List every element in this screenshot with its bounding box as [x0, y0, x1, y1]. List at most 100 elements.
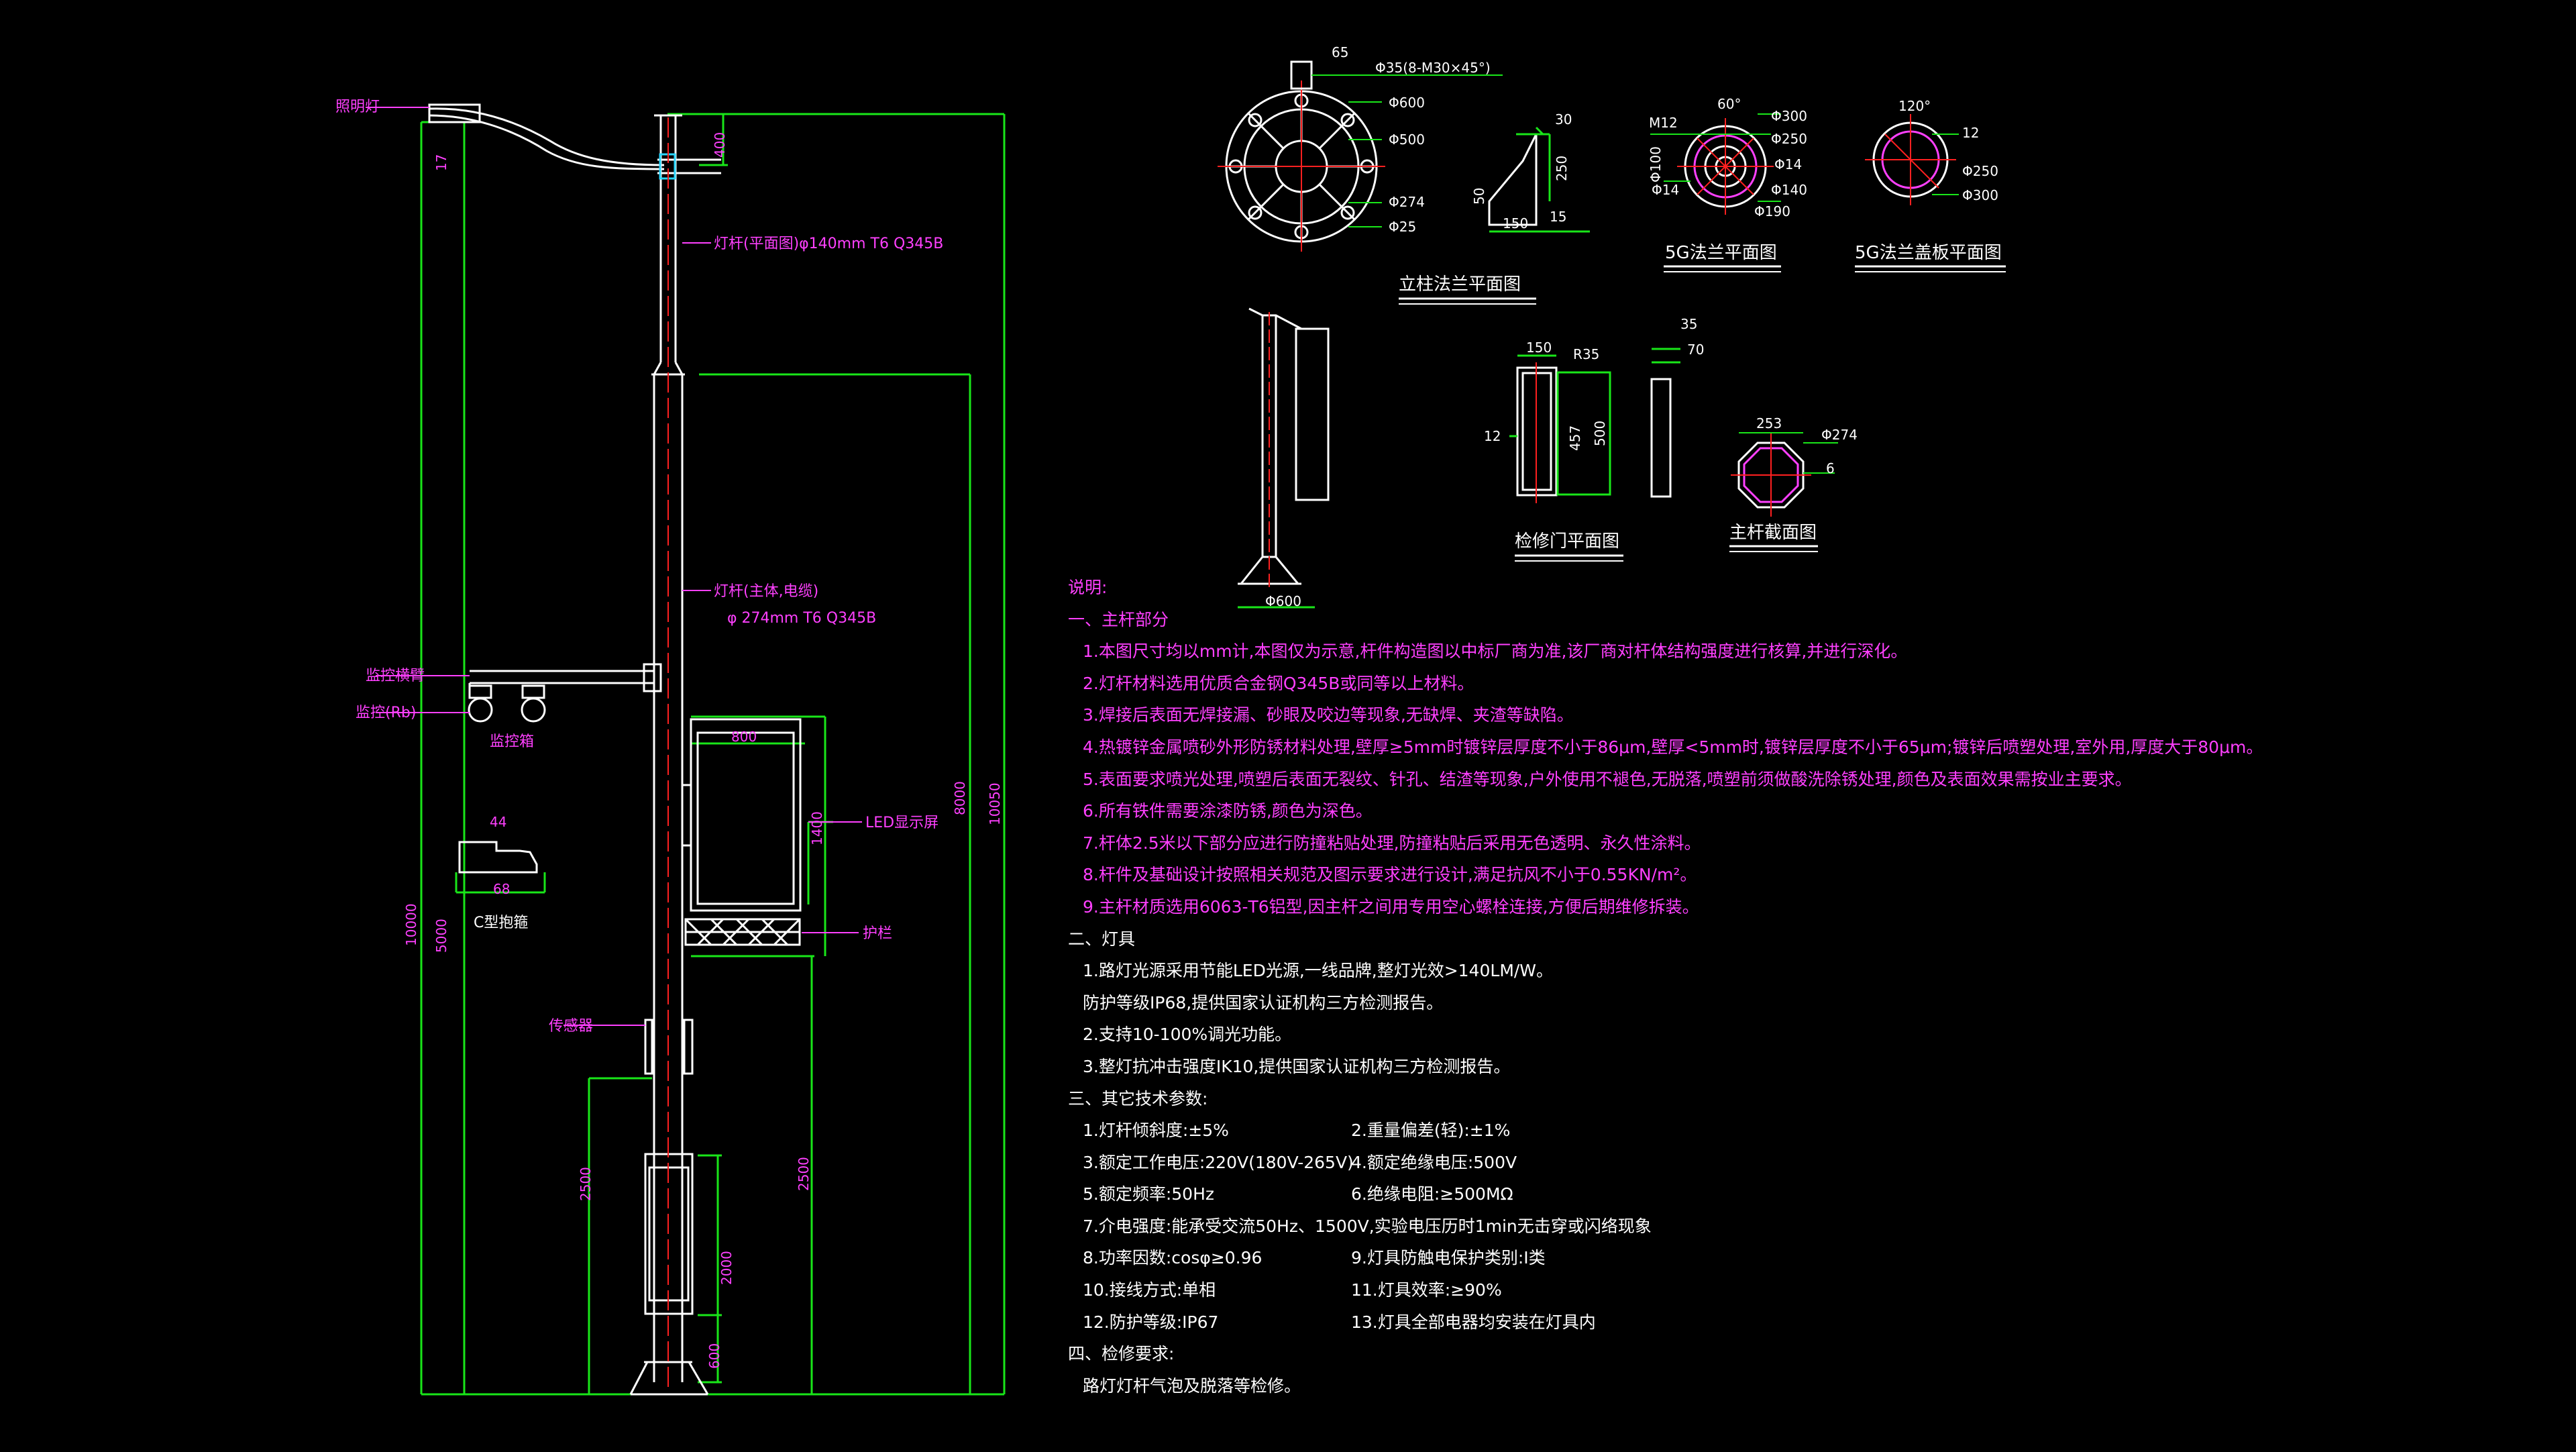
c-bracket	[455, 841, 546, 894]
flange-plan	[1218, 60, 1503, 252]
door-dim-457: 457	[1567, 425, 1583, 451]
rib-dim-15: 15	[1550, 209, 1566, 225]
camera-box-label: 监控箱	[490, 733, 534, 750]
dim-10050: 10050	[987, 782, 1003, 825]
s2-item-2: 防护等级IP68,提供国家认证机构三方检测报告。	[1083, 992, 1444, 1013]
s3-row-2: 3.额定工作电压:220V(180V-265V)4.额定绝缘电压:500V	[1068, 1147, 2208, 1179]
rib-dim-30: 30	[1555, 111, 1572, 127]
s1-item-6: 6.所有铁件需要涂漆防锈,颜色为深色。	[1083, 801, 1373, 821]
cover-dim-300: Φ300	[1962, 187, 1998, 203]
pole-upper-label: 灯杆(平面图)φ140mm T6 Q345B	[714, 236, 943, 252]
fiveg-cover-title: 5G法兰盖板平面图	[1855, 243, 2002, 263]
dim-600: 600	[706, 1343, 722, 1369]
s1-item-9: 9.主杆材质选用6063-T6铝型,因主杆之间用专用空心螺栓连接,方便后期维修拆…	[1083, 896, 1699, 917]
s3-param: 1.灯杆倾斜度:±5%	[1083, 1121, 1229, 1141]
notes-s2: 二、灯具	[1068, 929, 1136, 949]
fiveg-dim-140: Φ140	[1771, 182, 1807, 198]
fiveg-dim-100: Φ100	[1648, 146, 1664, 183]
door-title: 检修门平面图	[1515, 531, 1619, 552]
s3-row-5: 8.功率因数:cosφ≥0.96 9.灯具防触电保护类别:I类	[1068, 1242, 2208, 1274]
lamp-label: 照明灯	[335, 99, 380, 115]
s1-item-7: 7.杆体2.5米以下部分应进行防撞粘贴处理,防撞粘贴后采用无色透明、永久性涂料。	[1083, 833, 1701, 853]
dim-17: 17	[433, 154, 449, 171]
rib-dim-150: 150	[1503, 215, 1528, 231]
s4-item-1: 路灯灯杆气泡及脱落等检修。	[1083, 1376, 1301, 1396]
pole-lower-label-1: 灯杆(主体,电缆)	[714, 583, 818, 600]
fiveg-flange-plan	[1650, 113, 1781, 215]
main-section	[1731, 432, 1838, 517]
dim-400: 400	[712, 132, 728, 158]
s2-item-1: 1.路灯光源采用节能LED光源,一线品牌,整灯光效>140LM/W。	[1083, 961, 1554, 981]
dim-68: 68	[493, 881, 510, 897]
fiveg-dim-190: Φ190	[1754, 203, 1790, 219]
dim-2500-right: 2500	[796, 1157, 812, 1191]
s3-param: 13.灯具全部电器均安装在灯具内	[1351, 1312, 1596, 1332]
flange-plan-labels: Φ35(8-M30×45°) 65 Φ600 Φ500 Φ274 Φ25 立柱法…	[1332, 44, 1521, 295]
fiveg-flange-title: 5G法兰平面图	[1665, 243, 1777, 263]
s3-param: 8.功率因数:cosφ≥0.96	[1083, 1248, 1263, 1268]
s1-item-2: 2.灯杆材料选用优质合金钢Q345B或同等以上材料。	[1083, 673, 1474, 693]
fiveg-dim-14b: Φ14	[1652, 182, 1679, 198]
camera-arm	[468, 663, 662, 723]
rib-plate	[1488, 126, 1590, 233]
s1-item-8: 8.杆件及基础设计按照相关规范及图示要求进行设计,满足抗风不小于0.55KN/m…	[1083, 865, 1697, 885]
s3-param: 5.额定频率:50Hz	[1083, 1184, 1215, 1204]
door-dim-150: 150	[1526, 340, 1552, 356]
rib-dim-50: 50	[1471, 188, 1487, 205]
notes-s4: 四、检修要求:	[1068, 1344, 1175, 1364]
fiveg-dim-60: 60°	[1717, 96, 1741, 112]
s3-param: 3.额定工作电压:220V(180V-265V)	[1083, 1152, 1354, 1172]
dim-5000: 5000	[433, 919, 449, 953]
dim-8000: 8000	[952, 781, 968, 815]
s2-item-3: 2.支持10-100%调光功能。	[1083, 1025, 1292, 1045]
notes-s3: 三、其它技术参数:	[1068, 1088, 1208, 1108]
s3-param: 9.灯具防触电保护类别:I类	[1351, 1248, 1546, 1268]
flange-dim-600: Φ600	[1389, 95, 1425, 111]
door-dim-500: 500	[1592, 421, 1608, 446]
dim-10000: 10000	[403, 903, 419, 946]
fiveg-dim-300: Φ300	[1771, 108, 1807, 124]
fiveg-dim-14a: Φ14	[1774, 156, 1802, 172]
notes-s1: 一、主杆部分	[1068, 609, 1169, 629]
s3-param: 2.重量偏差(轻):±1%	[1351, 1121, 1511, 1141]
camera-label: 监控(Rb)	[356, 705, 416, 721]
sensor-label: 传感器	[549, 1018, 593, 1035]
s3-param: 11.灯具效率:≥90%	[1351, 1280, 1502, 1300]
dim-44: 44	[490, 814, 506, 830]
pole-side-detail	[1238, 307, 1330, 609]
fiveg-cover-labels: 120° 12 Φ250 Φ300 5G法兰盖板平面图	[1855, 98, 2002, 263]
flange-dim-500: Φ500	[1389, 132, 1425, 148]
elevation-dimension-lines	[420, 113, 1006, 1396]
fiveg-flange-labels: 60° M12 Φ300 Φ250 Φ14 Φ140 Φ190 Φ100 Φ14…	[1648, 96, 1807, 263]
guard-rail	[684, 918, 801, 946]
door-plan-labels: 150 R35 12 457 500 35 70 检修门平面图	[1484, 316, 1704, 552]
door-dim-12: 12	[1484, 428, 1501, 444]
flange-dim-25: Φ25	[1389, 219, 1416, 235]
s2-item-4: 3.整灯抗冲击强度IK10,提供国家认证机构三方检测报告。	[1083, 1056, 1511, 1076]
flange-dim-65: 65	[1332, 44, 1348, 60]
door-dim-70: 70	[1687, 342, 1704, 358]
dim-2500-left: 2500	[578, 1167, 594, 1201]
led-screen	[682, 718, 802, 912]
notes-block: 说明: 一、主杆部分 1.本图尺寸均以mm计,本图仅为示意,杆件构造图以中标厂商…	[1068, 572, 2263, 1402]
flange-title: 立柱法兰平面图	[1399, 274, 1521, 295]
dim-800: 800	[731, 729, 757, 745]
dim-2000: 2000	[718, 1251, 735, 1285]
pole-body	[629, 114, 709, 1396]
fiveg-dim-m12: M12	[1649, 115, 1678, 131]
c-bracket-label: C型抱箍	[474, 915, 528, 931]
section-dim-253: 253	[1756, 415, 1782, 431]
side-dim-600: Φ600	[1265, 593, 1301, 609]
pole-elevation	[366, 103, 1006, 1396]
flange-dim-274: Φ274	[1389, 194, 1425, 210]
lamp-arm	[428, 103, 721, 180]
sensor-box	[644, 1019, 694, 1075]
cover-dim-12: 12	[1962, 125, 1979, 141]
camera-arm-label: 监控横臂	[366, 668, 425, 684]
guard-rail-label: 护栏	[863, 925, 892, 942]
